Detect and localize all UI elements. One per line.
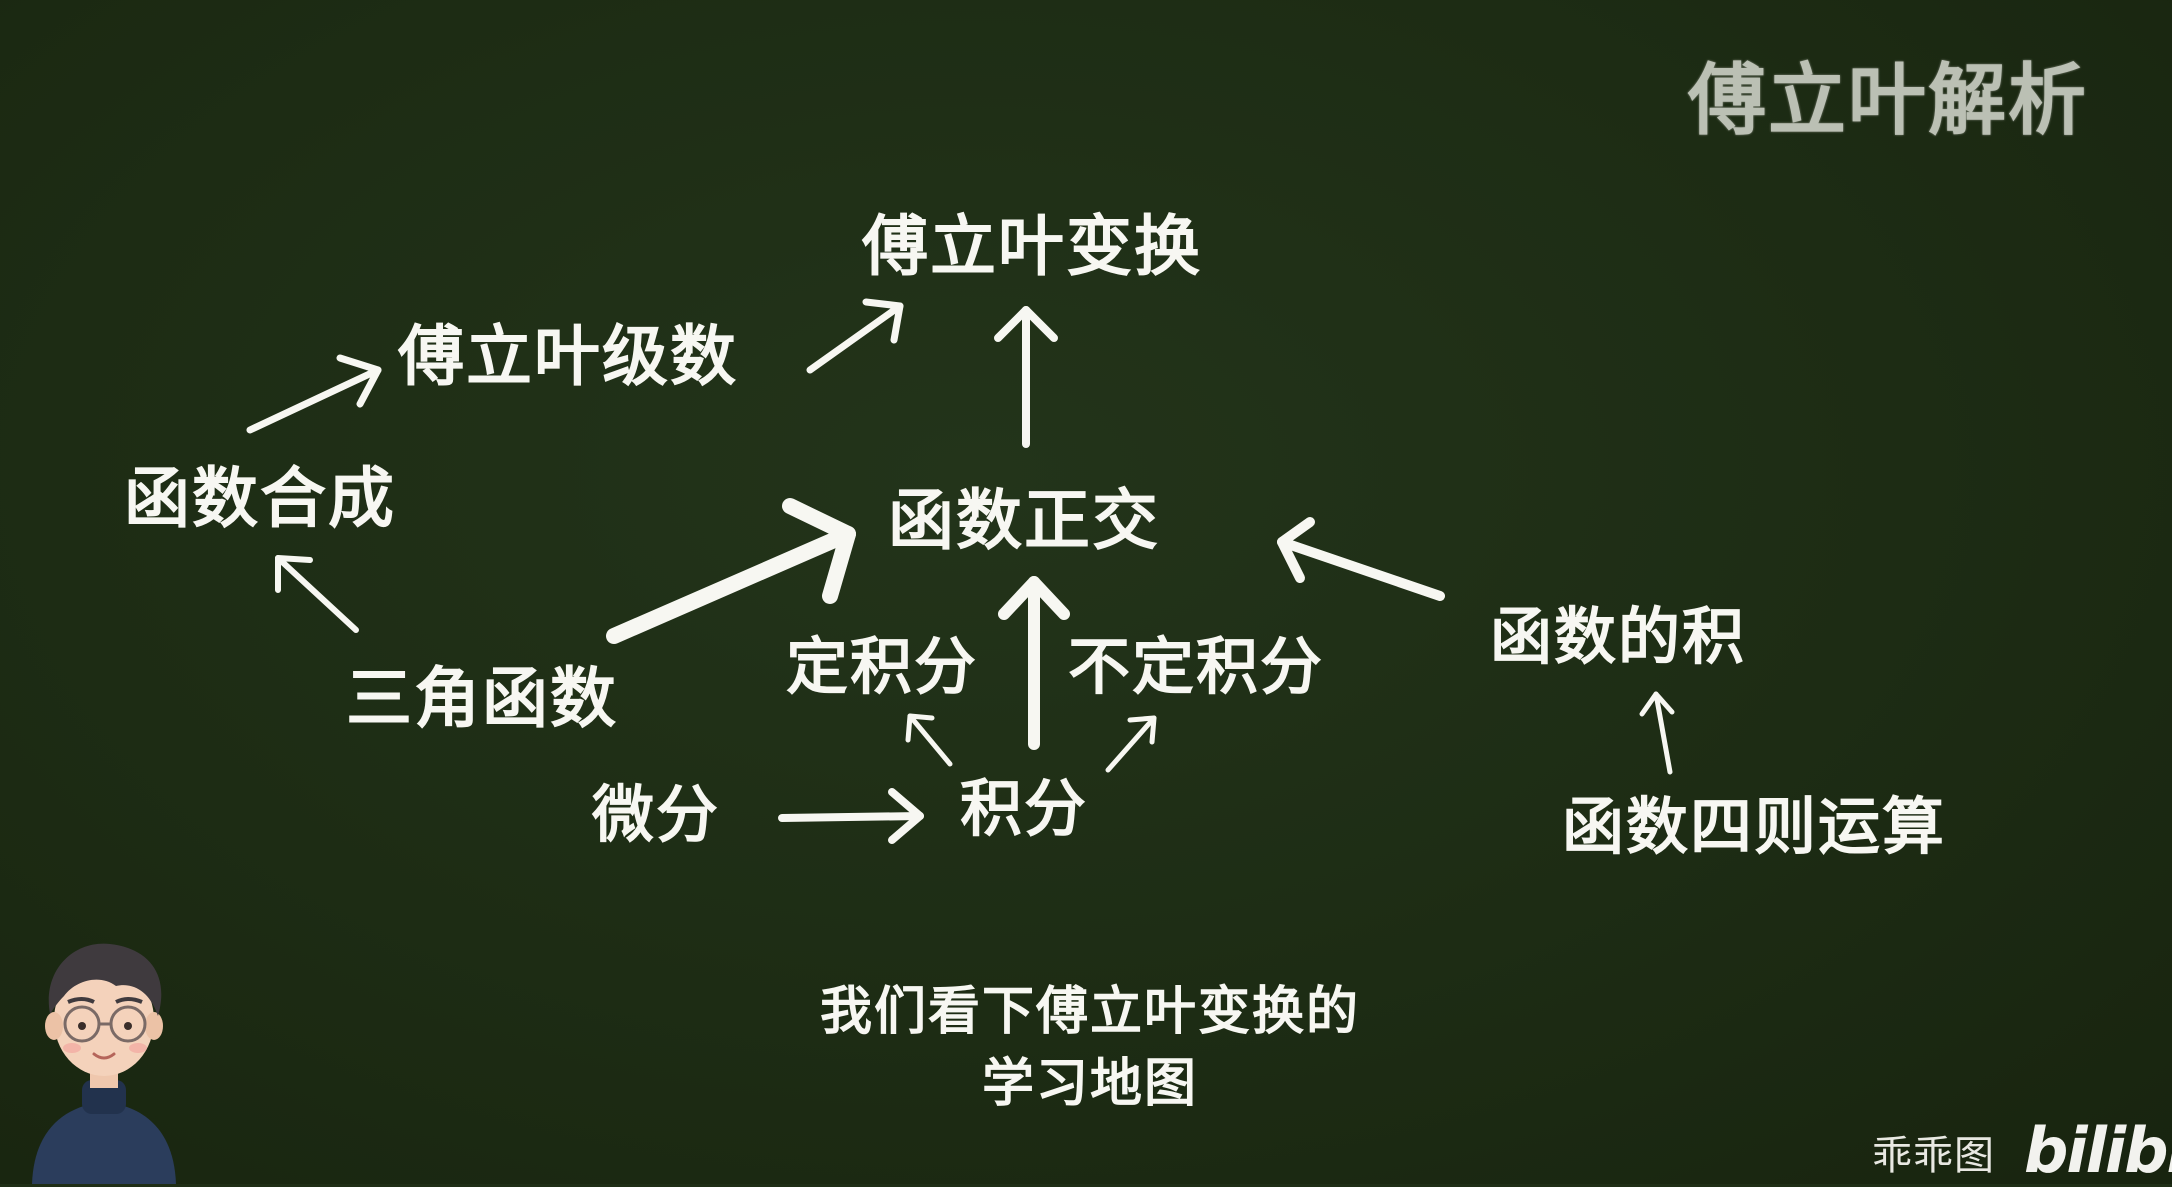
arrow-trig-to-orthogonality xyxy=(606,498,856,644)
node-function-product: 函数的积 xyxy=(1490,600,1747,673)
corner-title: 傅立叶解析 xyxy=(1688,56,2089,146)
node-differential: 微分 xyxy=(592,778,721,851)
node-fourier-series: 傅立叶级数 xyxy=(398,318,738,395)
arrow-integral-to-orthogonality xyxy=(998,576,1070,750)
caption-line-1: 我们看下傅立叶变换的 xyxy=(819,982,1360,1042)
node-trig-functions: 三角函数 xyxy=(346,660,618,737)
arrow-trig-to-synthesis xyxy=(275,555,359,633)
cartoon-avatar-icon xyxy=(32,943,176,1184)
caption-line-2: 学习地图 xyxy=(981,1054,1198,1114)
caption: 我们看下傅立叶变换的 学习地图 xyxy=(780,976,1400,1120)
node-function-synthesis: 函数合成 xyxy=(124,460,396,537)
node-function-arithmetic: 函数四则运算 xyxy=(1562,790,1947,863)
node-integral: 积分 xyxy=(960,772,1089,845)
arrow-product-to-orthogonality xyxy=(1277,517,1445,601)
arrow-synthesis-to-series xyxy=(246,354,382,434)
arrow-arithmetic-to-product xyxy=(1639,691,1675,775)
arrow-series-to-transform xyxy=(806,298,904,374)
arrow-orthogonality-to-transform xyxy=(994,306,1058,448)
watermark-site-logo: bilibili xyxy=(2024,1114,2172,1187)
arrow-differential-to-integral xyxy=(778,788,924,844)
node-indefinite-integral: 不定积分 xyxy=(1068,630,1325,703)
arrow-integral-to-indefinite xyxy=(1105,715,1157,773)
arrow-integral-to-definite xyxy=(905,713,953,767)
node-definite-integral: 定积分 xyxy=(786,630,979,703)
node-fourier-transform: 傅立叶变换 xyxy=(862,208,1202,285)
node-function-orthogonality: 函数正交 xyxy=(888,482,1160,559)
watermark-author: 乖乖图 xyxy=(1872,1133,1995,1179)
